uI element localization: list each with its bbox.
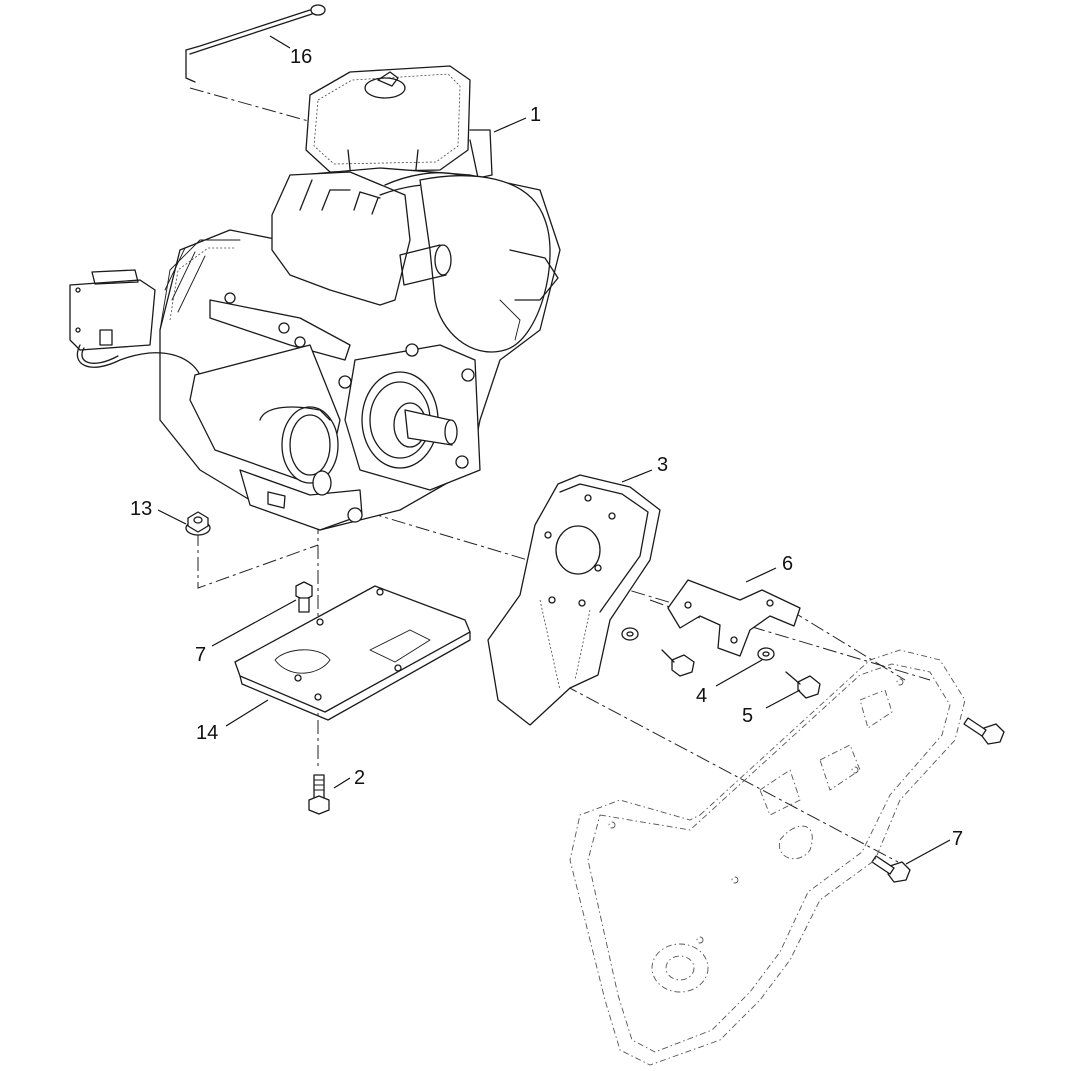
part-16-rod bbox=[185, 4, 326, 83]
phantom-chassis bbox=[569, 649, 966, 1066]
callout-3: 3 bbox=[657, 454, 668, 476]
callout-7-left: 7 bbox=[195, 644, 206, 666]
callout-6: 6 bbox=[782, 553, 793, 575]
callout-labels: 16 1 3 13 6 7 4 5 14 2 7 bbox=[130, 46, 963, 850]
callout-14: 14 bbox=[196, 722, 218, 744]
part-3-bracket bbox=[487, 474, 661, 726]
bolt-right-upper bbox=[963, 717, 1005, 745]
callout-2: 2 bbox=[354, 767, 365, 789]
part-14-plate bbox=[234, 585, 471, 721]
leader-lines bbox=[157, 35, 951, 865]
part-4-washer bbox=[757, 647, 775, 661]
callout-4: 4 bbox=[696, 685, 707, 707]
part-5-bolt bbox=[785, 671, 821, 699]
part-2-bolt bbox=[308, 774, 330, 815]
part-7-bolt-right bbox=[871, 855, 911, 883]
washer-bolt-set bbox=[621, 627, 695, 677]
callout-16: 16 bbox=[290, 46, 312, 68]
callout-1: 1 bbox=[530, 104, 541, 126]
part-7-bolt-left bbox=[295, 581, 313, 613]
part-13-nut bbox=[185, 511, 211, 536]
callout-13: 13 bbox=[130, 498, 152, 520]
callout-5: 5 bbox=[742, 705, 753, 727]
part-1-engine bbox=[69, 65, 561, 531]
callout-7-right: 7 bbox=[952, 828, 963, 850]
part-6-bracket bbox=[667, 579, 801, 657]
